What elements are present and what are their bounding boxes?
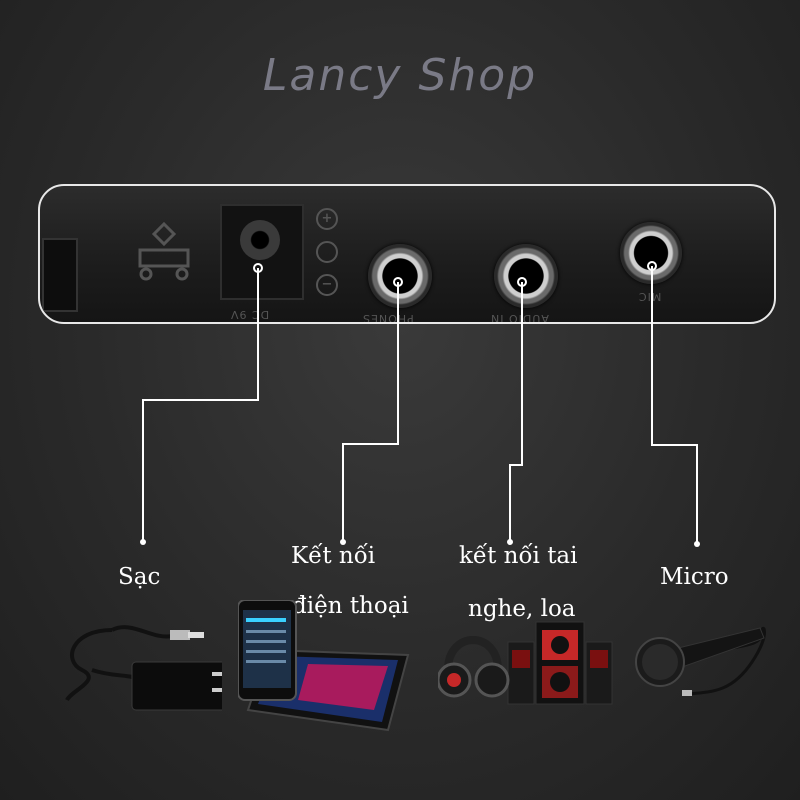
caption-charge: Sạc <box>118 564 161 590</box>
mic-callout-dot <box>694 541 700 547</box>
phone-callout-line <box>342 282 399 540</box>
brand-logo-text: Lancy Shop <box>262 50 538 101</box>
audio-in-jack <box>494 244 558 308</box>
headphones-speakers-image <box>438 621 613 705</box>
phone-callout-dot <box>340 539 346 545</box>
polarity-minus-icon: − <box>316 274 338 296</box>
charge-icon <box>138 221 190 281</box>
headphones-callout-dot <box>507 539 513 545</box>
charge-callout-line <box>142 268 259 540</box>
polarity-plus-icon: + <box>316 208 338 230</box>
polarity-center-icon <box>316 241 338 263</box>
phones-jack <box>368 244 432 308</box>
dc-power-port <box>220 204 304 300</box>
mic-callout-line <box>651 266 698 542</box>
charge-callout-dot <box>140 539 146 545</box>
caption-headphones-line1: kết nối tai <box>459 543 578 569</box>
caption-mic: Micro <box>660 564 729 590</box>
side-switch <box>42 238 78 312</box>
phone-tablet-image <box>238 600 410 732</box>
caption-phone-line1: Kết nối <box>291 543 376 569</box>
microphone-image <box>635 626 766 696</box>
headphones-callout-line <box>509 282 523 540</box>
caption-headphones-line2: nghe, loa <box>468 596 576 622</box>
caption-phone-line2: điện thoại <box>292 593 409 619</box>
charger-adapter-image <box>65 625 222 711</box>
